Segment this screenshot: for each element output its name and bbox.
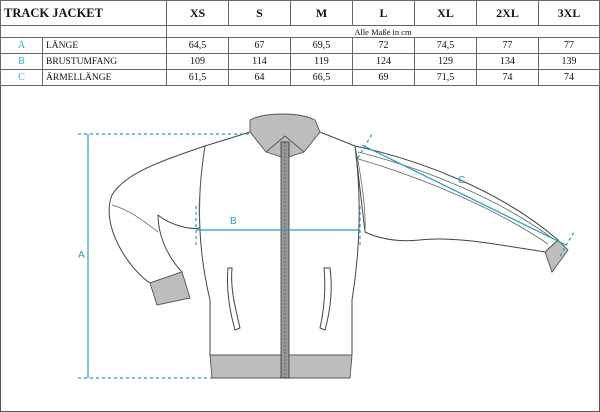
size-header: 3XL: [538, 0, 600, 26]
row-label: BRUSTUMFANG: [42, 53, 167, 70]
size-header: XL: [414, 0, 477, 26]
cell-value: 74,5: [414, 37, 477, 54]
cell-value: 74: [476, 69, 539, 86]
row-letter: A: [0, 37, 43, 54]
table-title: TRACK JACKET: [0, 0, 167, 26]
cell-value: 139: [538, 53, 600, 70]
right-cuff: [544, 239, 569, 273]
label-a: A: [78, 250, 85, 261]
size-header: XS: [166, 0, 229, 26]
label-c: C: [458, 175, 465, 186]
cell-value: 114: [228, 53, 291, 70]
cell-value: 69,5: [290, 37, 353, 54]
cell-value: 124: [352, 53, 415, 70]
cell-value: 109: [166, 53, 229, 70]
note-spacer: [0, 25, 167, 38]
cell-value: 69: [352, 69, 415, 86]
row-label: ÄRMELLÄNGE: [42, 69, 167, 86]
cell-value: 77: [476, 37, 539, 54]
jacket-body: [198, 131, 360, 356]
table-row: A LÄNGE 64,5 67 69,5 72 74,5 77 77: [0, 37, 600, 54]
table-row: B BRUSTUMFANG 109 114 119 124 129 134 13…: [0, 53, 600, 70]
cell-value: 64: [228, 69, 291, 86]
cell-value: 71,5: [414, 69, 477, 86]
cell-value: 119: [290, 53, 353, 70]
size-header: S: [228, 0, 291, 26]
size-header: 2XL: [476, 0, 539, 26]
cell-value: 61,5: [166, 69, 229, 86]
cell-value: 72: [352, 37, 415, 54]
size-table: TRACK JACKET XS S M L XL 2XL 3XL Alle Ma…: [0, 0, 600, 86]
size-header: L: [352, 0, 415, 26]
left-sleeve: [108, 145, 206, 284]
cell-value: 64,5: [166, 37, 229, 54]
cell-value: 66,5: [290, 69, 353, 86]
cell-value: 134: [476, 53, 539, 70]
size-header-row: TRACK JACKET XS S M L XL 2XL 3XL: [0, 0, 600, 26]
row-letter: B: [0, 53, 43, 70]
cell-value: 67: [228, 37, 291, 54]
cell-value: 74: [538, 69, 600, 86]
size-header: M: [290, 0, 353, 26]
cell-value: 77: [538, 37, 600, 54]
table-row: C ÄRMELLÄNGE 61,5 64 66,5 69 71,5 74 74: [0, 69, 600, 86]
jacket-drawing: A B C: [78, 113, 575, 379]
label-b: B: [230, 216, 237, 227]
left-pocket: [227, 267, 241, 331]
right-sleeve: [354, 145, 559, 253]
units-note: Alle Maße in cm: [166, 25, 600, 38]
cell-value: 129: [414, 53, 477, 70]
row-letter: C: [0, 69, 43, 86]
row-label: LÄNGE: [42, 37, 167, 54]
left-cuff: [149, 271, 191, 306]
right-pocket: [319, 267, 332, 331]
